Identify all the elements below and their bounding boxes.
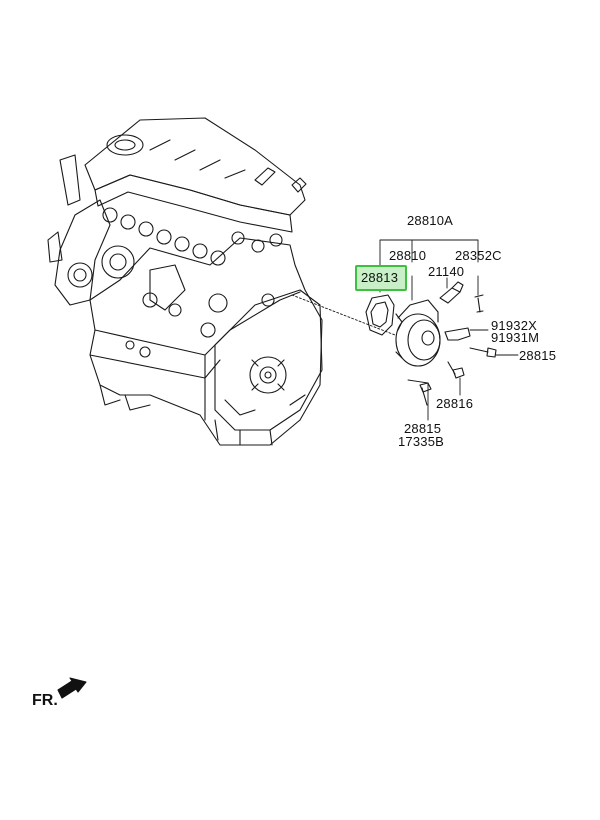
- label-91932X[interactable]: 91932X: [491, 318, 538, 333]
- label-28815-bottom[interactable]: 28815: [404, 421, 442, 436]
- label-28810[interactable]: 28810: [389, 248, 427, 263]
- label-91931M[interactable]: 91931M: [491, 330, 540, 345]
- highlight-box: [355, 265, 407, 291]
- label-21140[interactable]: 21140: [428, 264, 465, 279]
- label-28816[interactable]: 28816: [436, 396, 474, 411]
- front-arrow-icon: [57, 677, 87, 699]
- vacuum-pump: [365, 281, 497, 406]
- label-28810A[interactable]: 28810A: [407, 213, 454, 228]
- label-28815-right[interactable]: 28815: [519, 348, 557, 363]
- engine-block: [47, 117, 323, 446]
- label-28813[interactable]: 28813: [361, 270, 399, 285]
- label-28352C[interactable]: 28352C: [455, 248, 502, 263]
- label-17335B[interactable]: 17335B: [398, 434, 445, 449]
- front-marker: FR.: [32, 692, 58, 709]
- leader-line: [291, 294, 396, 336]
